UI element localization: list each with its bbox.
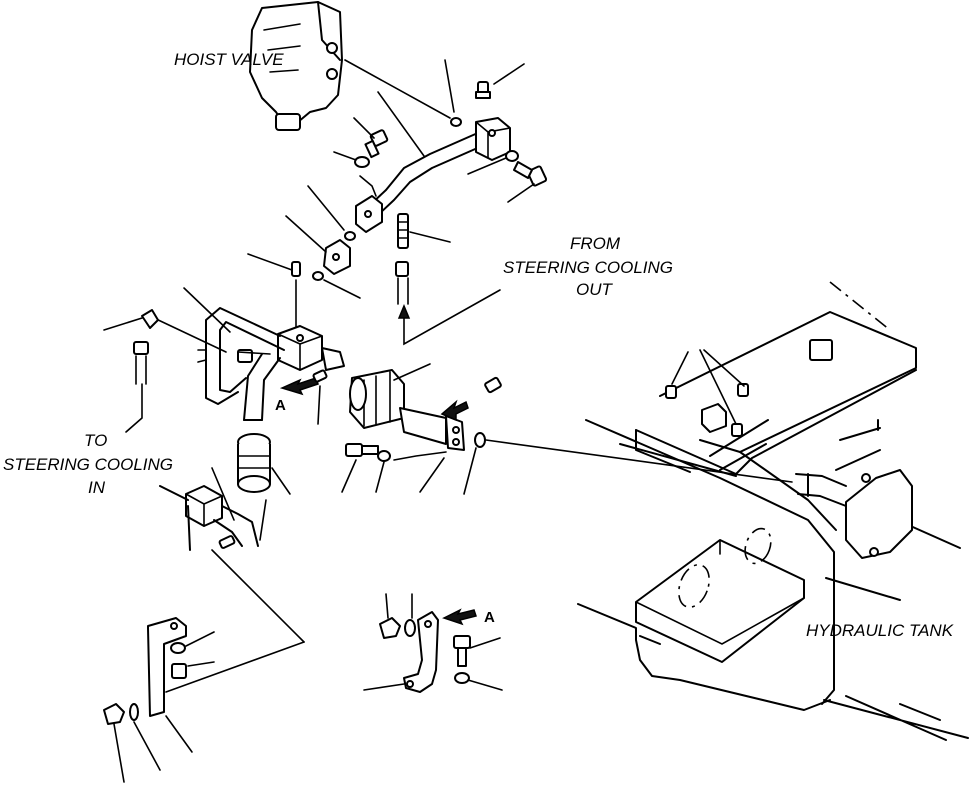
from-steering-cooling-out-label: FROM STEERING COOLING OUT [503,234,673,299]
leader-to-tank [485,439,793,483]
leader [341,459,357,493]
leader [393,451,447,461]
nut [379,617,401,639]
washer [354,156,370,168]
leader [323,279,361,299]
leader [363,683,405,691]
leader [419,457,445,493]
bolt [171,663,187,679]
washer [454,672,470,684]
bolt [513,161,548,187]
washer [505,150,519,162]
leader [317,385,321,425]
nut [103,703,125,725]
hydraulic-tank [577,281,969,741]
o-ring [474,432,486,448]
leader [467,679,503,691]
view-arrow-a-right [442,608,477,626]
label-steering-cooling-to: STEERING COOLING [3,455,173,474]
leader [385,593,389,619]
leader [113,723,125,783]
leader [183,287,231,333]
fitting-small [484,376,502,394]
bolt [364,129,389,159]
leader [444,59,455,113]
hoist-valve [249,1,343,131]
label-steering-cooling-from: STEERING COOLING [503,258,673,277]
lower-block [185,485,223,527]
fitting-small [665,383,749,437]
fitting-small [312,369,328,383]
leader [377,91,425,157]
washer [404,619,416,637]
leader [409,231,451,243]
elbow-tube [243,353,281,421]
label-hoist-valve: HOIST VALVE [174,50,284,69]
leader [165,715,193,753]
leader [271,467,291,495]
manifold-block [277,325,345,371]
leader [507,183,535,203]
hose-loop [197,307,285,405]
leader [187,661,215,667]
hose-coupling-lower [237,433,271,493]
leader [375,461,385,493]
upper-tube [355,117,511,233]
leader [247,253,293,271]
leader [211,549,305,643]
arrow-from-steering-cooling-out [403,289,501,346]
mounting-bracket-left [147,617,187,717]
to-steering-cooling-in-label: TO STEERING COOLING IN [3,431,173,497]
leader [333,151,357,161]
leader-hoist-valve [344,59,451,119]
washer [170,642,186,654]
leader [307,185,345,231]
leader [467,157,507,175]
fitting-connector [397,213,409,249]
bolt [345,443,379,457]
label-from: FROM [570,234,621,253]
leader [133,721,161,771]
leader [469,637,501,649]
fitting-elbow [475,81,491,99]
mounting-bracket-center [403,611,439,693]
washer [377,450,391,462]
o-ring [450,117,462,127]
label-in: IN [88,478,106,497]
o-ring [312,271,324,281]
view-label-a-2: A [484,609,495,626]
bolt [453,635,471,667]
leader [103,317,143,331]
leader [153,317,227,353]
arrow-to-tube [440,399,469,422]
label-hydraulic-tank: HYDRAULIC TANK [806,621,954,640]
o-ring [344,231,356,241]
leader [185,631,215,647]
elbow-fitting-left [133,309,159,385]
washer [129,703,139,721]
leader [285,215,327,253]
fitting-connector [395,261,409,305]
leader [359,175,377,197]
view-arrow-a-left [279,377,319,396]
fitting-small [291,261,301,277]
lower-pipe [159,485,191,551]
arrow-head [397,304,411,319]
leader [259,499,267,541]
split-flange [323,239,351,275]
leader [211,467,235,521]
leader [493,63,525,85]
fitting-small [218,535,236,549]
leader [463,447,477,495]
leader [165,641,305,693]
arrow-to-steering-cooling-in [125,383,143,433]
view-label-a: A [275,397,286,414]
leader [237,351,271,355]
label-out: OUT [576,280,614,299]
leader [353,117,375,139]
label-to: TO [84,431,107,450]
leader [393,363,431,381]
